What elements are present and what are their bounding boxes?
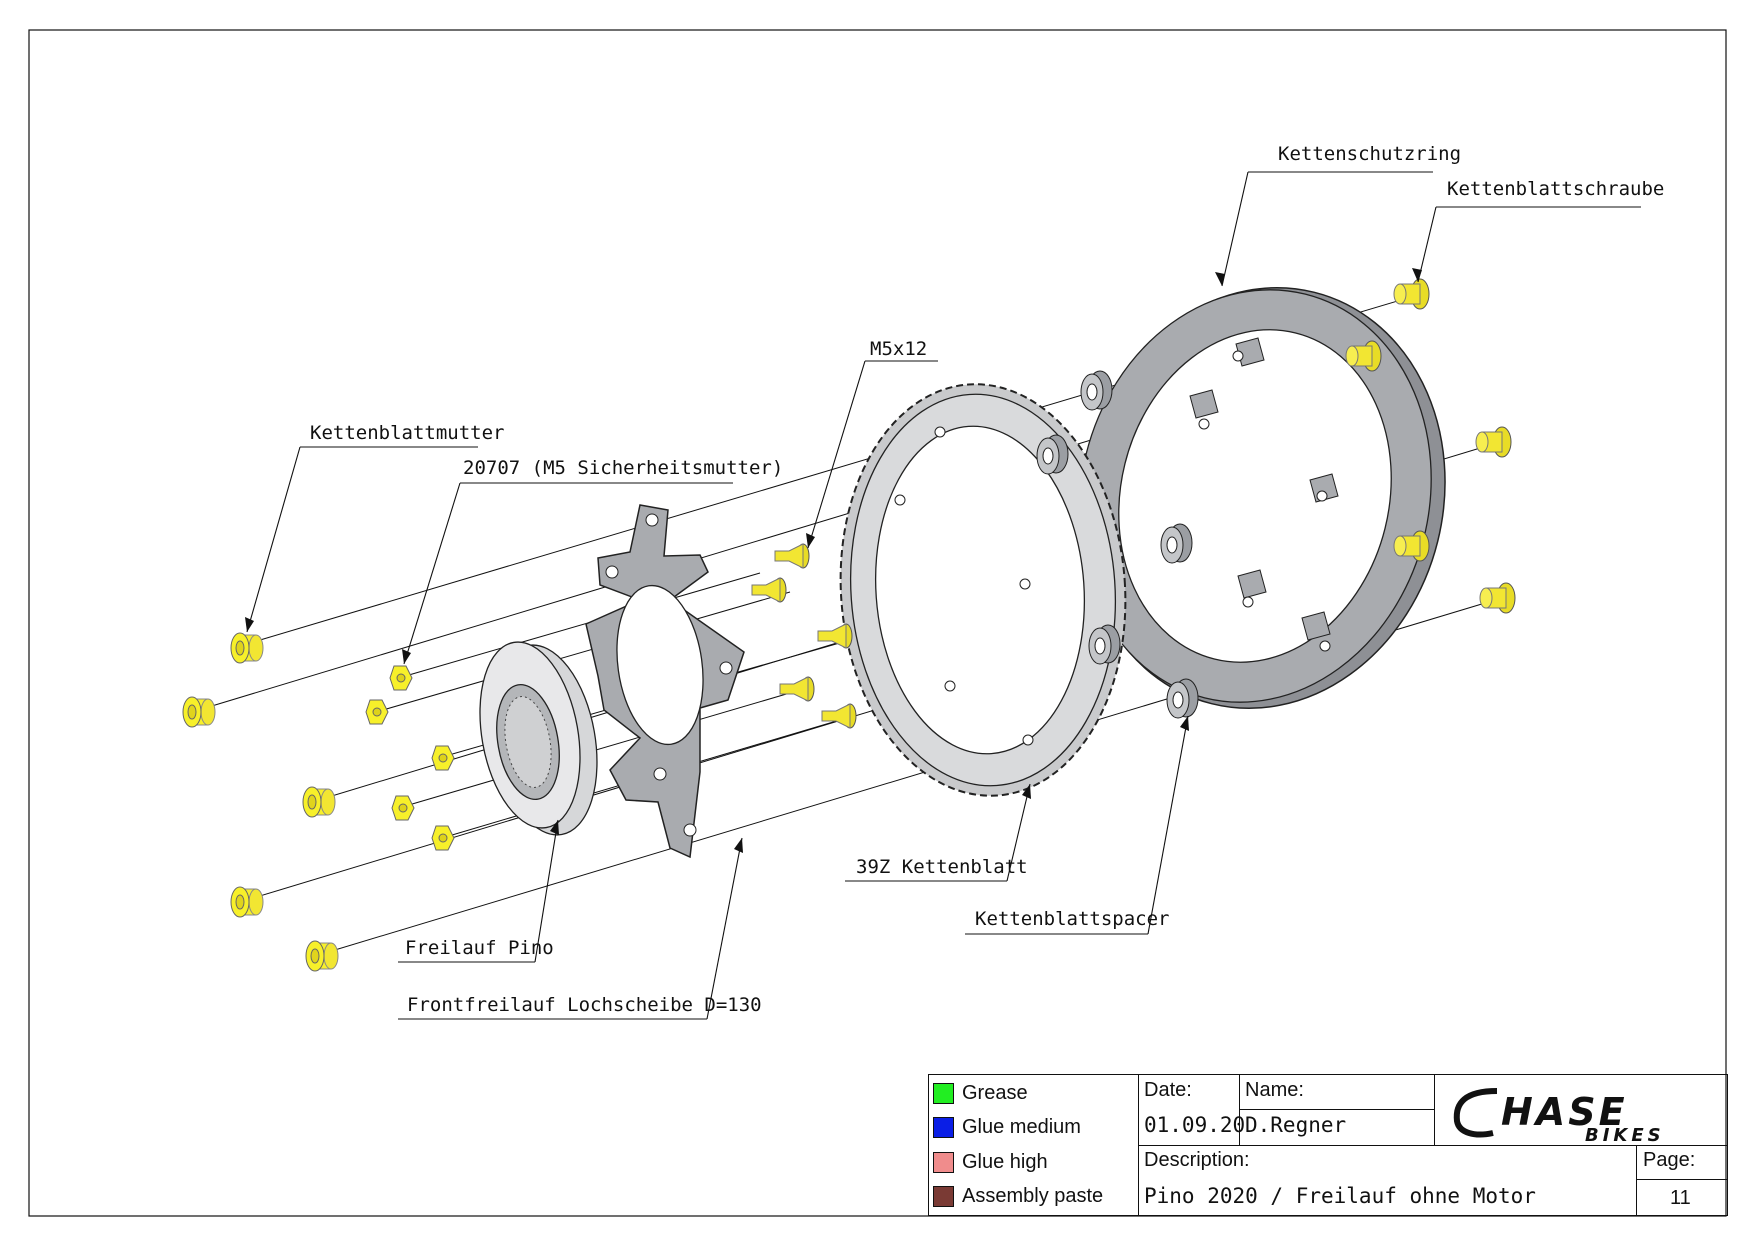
name-cell: Name: D.Regner <box>1240 1075 1435 1146</box>
description-value: Pino 2020 / Freilauf ohne Motor <box>1144 1184 1536 1208</box>
label-freilauf: Freilauf Pino <box>405 937 554 959</box>
name-label: Name: <box>1245 1079 1304 1101</box>
legend: Grease Glue medium Glue high Assembly pa… <box>929 1075 1139 1215</box>
drawing-frame <box>28 29 1727 1217</box>
logo-hase-text: HASE <box>1501 1090 1628 1134</box>
m5x12-screw-parts <box>751 543 857 729</box>
grease-swatch <box>933 1082 954 1104</box>
legend-item-glue-medium: Glue medium <box>933 1115 1081 1139</box>
callout-leaders <box>245 171 1641 1020</box>
kettenblatt-part <box>839 383 1127 797</box>
name-value: D.Regner <box>1245 1113 1347 1137</box>
glue-medium-swatch <box>933 1116 954 1138</box>
legend-label: Assembly paste <box>962 1184 1104 1207</box>
page-cell: Page: 11 <box>1637 1146 1727 1215</box>
legend-item-glue-high: Glue high <box>933 1150 1048 1174</box>
label-lochscheibe: Frontfreilauf Lochscheibe D=130 <box>407 994 762 1016</box>
assembly-paste-swatch <box>933 1185 954 1207</box>
legend-label: Grease <box>962 1081 1028 1104</box>
logo-bikes-text: BIKES <box>1585 1125 1665 1146</box>
legend-item-grease: Grease <box>933 1081 1028 1105</box>
date-label: Date: <box>1144 1079 1192 1101</box>
glue-high-swatch <box>933 1151 954 1173</box>
freilauf-part <box>479 641 598 836</box>
kettenblattschraube-parts <box>1345 278 1516 614</box>
legend-label: Glue medium <box>962 1115 1081 1138</box>
date-cell: Date: 01.09.20 <box>1139 1075 1245 1146</box>
kettenblattmutter-parts <box>182 632 339 972</box>
title-block: Grease Glue medium Glue high Assembly pa… <box>928 1074 1728 1216</box>
label-kettenblatt: 39Z Kettenblatt <box>856 856 1028 878</box>
legend-item-assembly-paste: Assembly paste <box>933 1184 1103 1208</box>
page-number: 11 <box>1670 1187 1691 1209</box>
kettenschutzring-part <box>1078 286 1446 710</box>
kettenblattspacer-parts <box>1036 370 1199 719</box>
hase-bikes-logo: HASE BIKES <box>1453 1088 1665 1146</box>
label-kettenschutzring: Kettenschutzring <box>1278 143 1461 165</box>
sicherheitsmutter-parts <box>365 665 455 851</box>
label-kettenblattspacer: Kettenblattspacer <box>975 908 1169 930</box>
label-m5x12: M5x12 <box>870 338 927 360</box>
logo-cell: HASE BIKES <box>1435 1075 1727 1146</box>
page-label: Page: <box>1643 1149 1696 1171</box>
label-kettenblattmutter: Kettenblattmutter <box>310 422 504 444</box>
description-cell: Description: Pino 2020 / Freilauf ohne M… <box>1139 1146 1637 1215</box>
description-label: Description: <box>1144 1149 1250 1171</box>
label-kettenblattschraube: Kettenblattschraube <box>1447 178 1664 200</box>
lochscheibe-part <box>585 504 745 859</box>
date-value: 01.09.20 <box>1144 1113 1246 1137</box>
label-sicherheitsmutter: 20707 (M5 Sicherheitsmutter) <box>463 457 783 479</box>
legend-label: Glue high <box>962 1150 1048 1173</box>
